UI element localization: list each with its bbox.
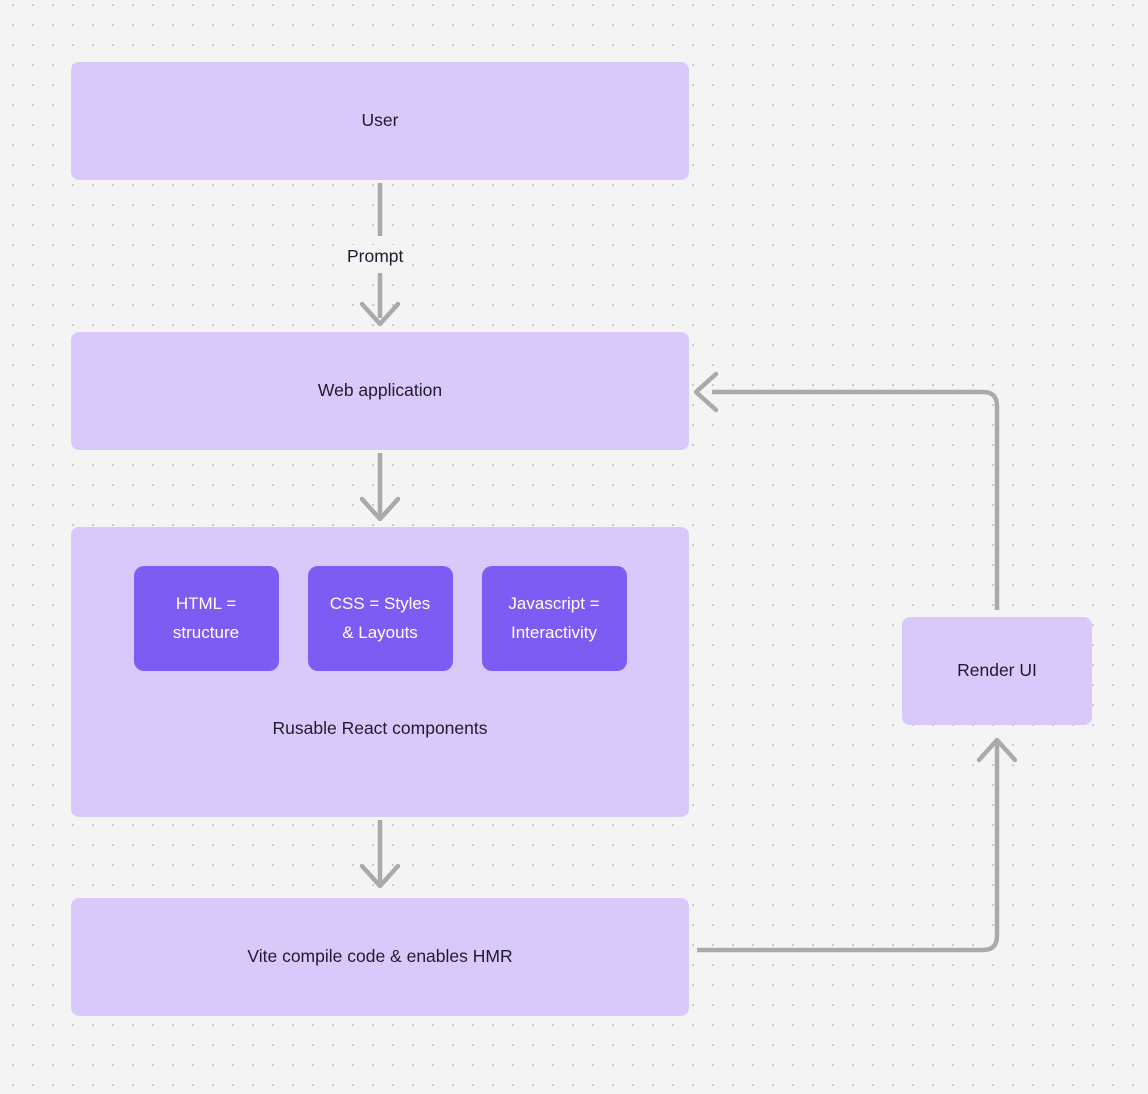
chip-css-line2: & Layouts (342, 622, 418, 642)
chip-html[interactable]: HTML = structure (133, 566, 279, 671)
chip-html-line2: structure (172, 622, 240, 642)
node-render-ui[interactable]: Render UI (902, 617, 1092, 725)
chip-javascript-line2: Interactivity (511, 622, 597, 642)
node-vite[interactable]: Vite compile code & enables HMR (71, 898, 689, 1016)
node-web-application-label: Web application (317, 380, 443, 401)
edge-components-to-vite (359, 820, 401, 889)
node-render-ui-label: Render UI (957, 660, 1037, 681)
chip-css-line1: CSS = Styles (329, 593, 431, 613)
chip-javascript[interactable]: Javascript = Interactivity (481, 566, 627, 671)
edge-label-prompt: Prompt (340, 245, 411, 268)
node-react-components[interactable]: HTML = structure CSS = Styles & Layouts … (71, 527, 689, 817)
node-web-application[interactable]: Web application (71, 332, 689, 450)
chip-row: HTML = structure CSS = Styles & Layouts … (71, 566, 689, 671)
edge-vite-to-render-ui (697, 737, 1018, 953)
chip-javascript-line1: Javascript = (508, 593, 600, 613)
edge-web-app-to-components (359, 453, 401, 522)
node-user[interactable]: User (71, 62, 689, 180)
node-react-components-caption: Rusable React components (272, 718, 488, 738)
node-user-label: User (361, 110, 399, 131)
chip-css[interactable]: CSS = Styles & Layouts (307, 566, 453, 671)
edge-render-ui-to-web-app (693, 371, 1000, 610)
chip-html-line1: HTML = (175, 593, 237, 613)
node-vite-label: Vite compile code & enables HMR (247, 946, 513, 967)
